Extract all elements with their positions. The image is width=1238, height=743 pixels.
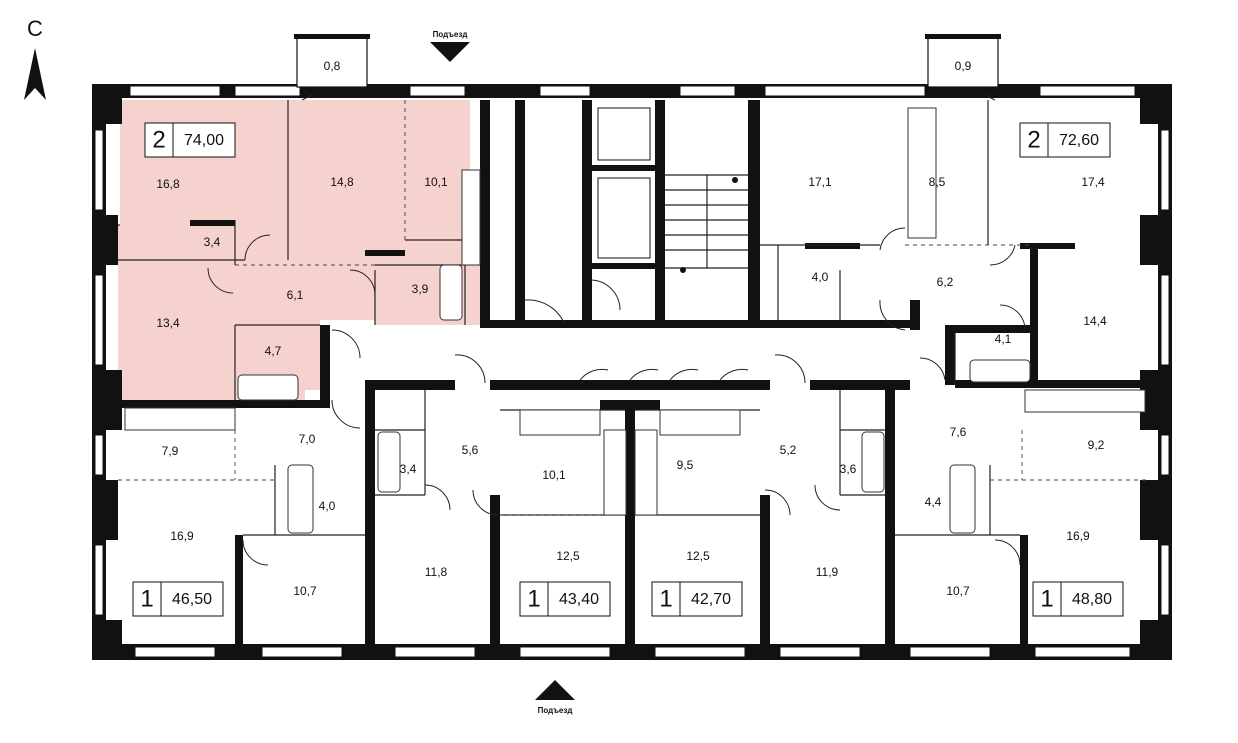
- room-area-label: 14,8: [330, 175, 354, 189]
- badge-rooms-box: [651, 581, 681, 617]
- apartment-area: 48,80: [1072, 591, 1112, 608]
- room-area-label: 6,2: [937, 275, 954, 289]
- room-area-label: 12,5: [686, 549, 710, 563]
- room-area-label: 3,9: [412, 282, 429, 296]
- badge-area-box: [547, 581, 611, 617]
- room-area-label: 6,1: [287, 288, 304, 302]
- room-area-label: 9,2: [1088, 438, 1105, 452]
- room-area-label: 17,4: [1081, 175, 1105, 189]
- bathtubs: [237, 264, 1031, 534]
- room-area-label: 17,1: [808, 175, 832, 189]
- room-area-label: 3,6: [840, 462, 857, 476]
- compass-label: С: [27, 16, 43, 41]
- apartment-area: 74,00: [184, 132, 224, 149]
- apartment-rooms: 2: [1027, 126, 1040, 153]
- entrance-top-label: Подъезд: [433, 30, 468, 39]
- room-area-label: 4,0: [319, 499, 336, 513]
- badge-rooms-box: [144, 122, 174, 158]
- badge-area-box: [1047, 122, 1111, 158]
- apartment-rooms: 1: [140, 585, 153, 612]
- badge-rooms-box: [1032, 581, 1062, 617]
- room-area-label: 7,9: [162, 444, 179, 458]
- apartment-area: 72,60: [1059, 132, 1099, 149]
- apartment-rooms: 2: [152, 126, 165, 153]
- highlighted-apartment-fill: [118, 100, 480, 400]
- kitchen-counters: [124, 107, 1146, 516]
- room-area-label: 5,6: [462, 443, 479, 457]
- room-area-label: 10,1: [424, 175, 448, 189]
- badge-area-box: [1060, 581, 1124, 617]
- room-area-label: 0,8: [324, 59, 341, 73]
- room-area-label: 4,1: [995, 332, 1012, 346]
- room-area-label: 9,5: [677, 458, 694, 472]
- room-area-label: 16,8: [156, 177, 180, 191]
- badge-rooms-box: [132, 581, 162, 617]
- core: [480, 100, 760, 328]
- north-arrow-icon: [24, 48, 46, 100]
- room-area-label: 7,6: [950, 425, 967, 439]
- room-area-label: 16,9: [170, 529, 194, 543]
- room-area-label: 11,9: [816, 565, 839, 579]
- room-area-label: 12,5: [556, 549, 580, 563]
- room-area-label: 10,7: [293, 584, 317, 598]
- badge-area-box: [679, 581, 743, 617]
- windows: [94, 85, 1170, 658]
- room-area-label: 4,4: [925, 495, 942, 509]
- room-area-label: 13,4: [156, 316, 180, 330]
- entrance-bottom-arrow: [535, 680, 575, 700]
- room-area-label: 11,8: [425, 565, 448, 579]
- apartment-area: 42,70: [691, 591, 731, 608]
- room-area-label: 3,4: [204, 235, 221, 249]
- room-area-label: 10,7: [946, 584, 970, 598]
- room-area-label: 4,0: [812, 270, 829, 284]
- room-area-label: 10,1: [542, 468, 566, 482]
- entrance-top-arrow: [430, 42, 470, 62]
- partitions: [118, 100, 1020, 536]
- balconies: [294, 34, 1001, 88]
- room-area-label: 0,9: [955, 59, 972, 73]
- apartment-rooms: 1: [1040, 585, 1053, 612]
- corridor-walls: [320, 320, 955, 400]
- badge-area-box: [160, 581, 224, 617]
- room-area-label: 16,9: [1066, 529, 1090, 543]
- room-area-labels: 0,8 0,9 16,8 14,8 10,1 17,1 8,5 17,4 3,4 6,1 3,9 13…: [156, 59, 1107, 598]
- apartment-rooms: 1: [527, 585, 540, 612]
- entrance-bottom-label: Подъезд: [538, 706, 573, 715]
- room-area-label: 5,2: [780, 443, 797, 457]
- apartment-area: 43,40: [559, 591, 599, 608]
- badge-area-box: [172, 122, 236, 158]
- apartment-rooms: 1: [659, 585, 672, 612]
- room-area-label: 4,7: [265, 344, 282, 358]
- badge-rooms-box: [1019, 122, 1049, 158]
- room-area-label: 7,0: [299, 432, 316, 446]
- room-area-label: 14,4: [1083, 314, 1107, 328]
- room-area-label: 3,4: [400, 462, 417, 476]
- apartment-area: 46,50: [172, 591, 212, 608]
- room-area-label: 8,5: [929, 175, 946, 189]
- interior-walls: [115, 220, 1145, 650]
- doors: [207, 94, 1026, 566]
